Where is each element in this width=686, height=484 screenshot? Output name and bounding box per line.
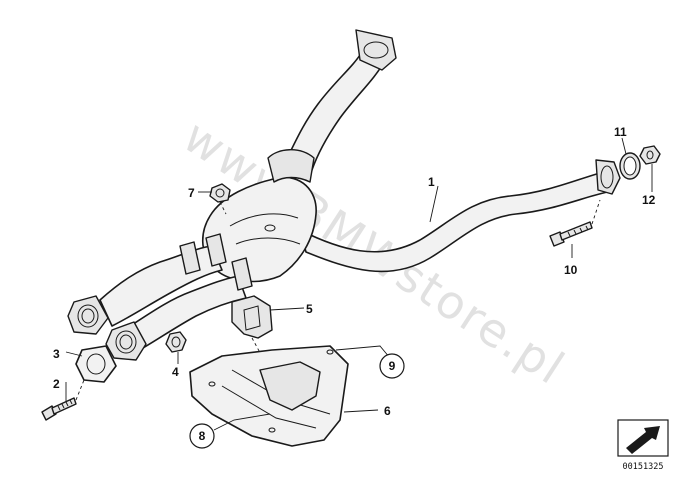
front-flange-left: [67, 295, 109, 335]
callout-10: 10: [564, 263, 578, 277]
callout-8-circle: 8: [189, 423, 215, 449]
part-12-nut: [639, 145, 661, 165]
part-1-right-branch: [299, 159, 621, 273]
callout-5: 5: [306, 302, 313, 316]
callout-1: 1: [428, 175, 435, 189]
part-10-bolt: [549, 199, 601, 247]
callout-6: 6: [384, 404, 391, 418]
part-4-nut: [165, 331, 187, 353]
callout-9: 9: [389, 359, 396, 373]
callout-11: 11: [614, 125, 627, 139]
leader-lines: [65, 137, 653, 431]
front-flange-right: [105, 321, 147, 361]
callout-8: 8: [199, 429, 206, 443]
callout-9-circle: 9: [379, 353, 405, 379]
arrow-icon: [626, 426, 660, 454]
reference-box: 00151325: [617, 419, 669, 472]
callout-12: 12: [642, 193, 656, 207]
callout-3: 3: [53, 347, 60, 361]
reference-number: 00151325: [623, 462, 664, 472]
part-6-heat-shield: [189, 345, 349, 447]
callout-7: 7: [188, 186, 195, 200]
callout-2: 2: [53, 377, 60, 391]
part-1-upper-branch: [281, 29, 397, 177]
part-2-bolt: [41, 379, 85, 421]
part-3-gasket: [75, 345, 117, 383]
part-1-front-pipes: [99, 233, 253, 353]
part-7-nut: [209, 183, 231, 215]
catalytic-converter: [201, 149, 317, 283]
callout-4: 4: [172, 365, 179, 379]
part-11-ring: [619, 152, 641, 180]
